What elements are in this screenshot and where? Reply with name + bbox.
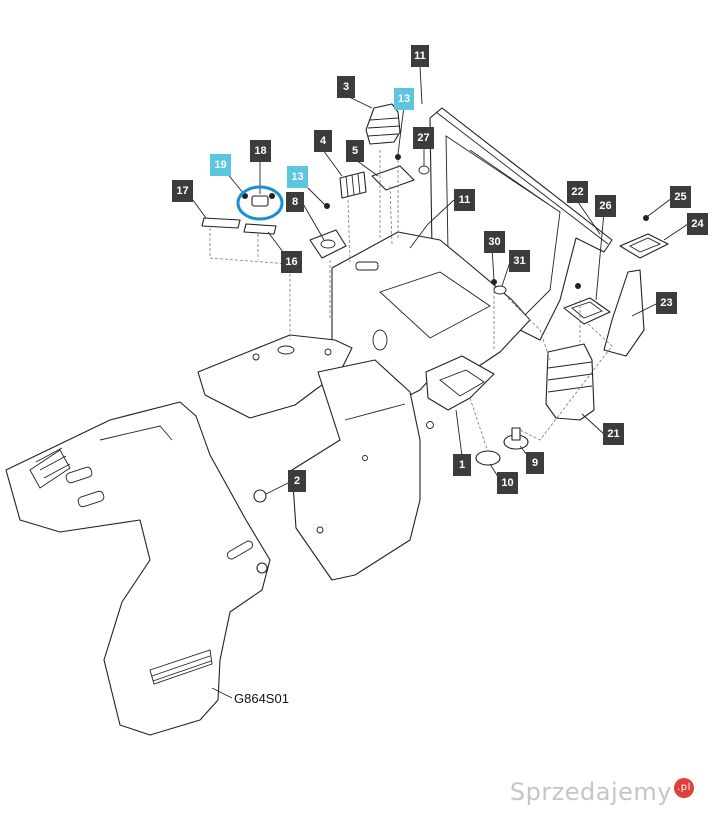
callout-21: 21 <box>603 423 624 445</box>
callout-26: 26 <box>595 195 616 217</box>
callout-25: 25 <box>670 186 691 208</box>
callout-30: 30 <box>484 231 505 253</box>
boot-4 <box>339 171 367 199</box>
callout-label: 9 <box>532 457 538 469</box>
callout-label: 11 <box>414 50 426 62</box>
callout-label: 17 <box>176 185 188 197</box>
watermark: Sprzedajemy.pl <box>510 778 694 806</box>
callout-4: 4 <box>314 130 332 152</box>
callout-16: 16 <box>281 251 302 273</box>
clamp-18 <box>251 195 269 207</box>
callout-label: 11 <box>459 194 471 206</box>
callout-9: 9 <box>526 452 544 474</box>
callout-label: 2 <box>294 475 300 487</box>
leader-lines <box>189 65 689 699</box>
callout-label: 3 <box>343 81 349 93</box>
callout-label: 8 <box>292 196 298 208</box>
callout-label: 4 <box>320 135 327 147</box>
callout-5: 5 <box>346 140 364 162</box>
callout-13-left: 13 <box>287 166 308 188</box>
bracket-17 <box>201 217 241 229</box>
left-floor-plate <box>197 334 353 419</box>
watermark-text: Sprzedajemy <box>509 778 672 806</box>
callout-17: 17 <box>172 180 193 202</box>
callout-label: 18 <box>254 145 266 157</box>
callout-24: 24 <box>687 213 708 235</box>
callout-label: 13 <box>398 93 410 105</box>
tunnel-plate <box>291 359 434 581</box>
callout-23: 23 <box>656 292 677 314</box>
callout-label: 19 <box>214 159 226 171</box>
callout-label: 23 <box>660 297 672 309</box>
callout-1: 1 <box>453 454 471 476</box>
callout-label: 27 <box>417 132 429 144</box>
fasteners <box>242 154 649 295</box>
callout-27: 27 <box>413 127 434 149</box>
callout-label: 16 <box>285 256 297 268</box>
callout-11-mid: 11 <box>454 189 475 211</box>
callout-label: 1 <box>459 459 465 471</box>
watermark-badge: .pl <box>674 778 694 798</box>
callout-label: 10 <box>501 477 513 489</box>
callout-label: 31 <box>513 255 525 267</box>
grommet-2 <box>253 489 268 574</box>
gasket-5 <box>371 165 415 191</box>
callout-10: 10 <box>497 472 518 494</box>
callout-19: 19 <box>210 154 231 176</box>
plate-8 <box>309 229 347 259</box>
floor-mat <box>5 401 271 736</box>
callout-11-top: 11 <box>411 45 429 67</box>
callout-label: 30 <box>488 236 500 248</box>
callout-label: 26 <box>599 200 611 212</box>
cap-10 <box>475 450 501 466</box>
assembly-lines <box>209 150 613 453</box>
boot-3 <box>365 103 401 145</box>
callout-13-top: 13 <box>394 88 414 110</box>
bracket-16 <box>243 223 277 235</box>
callout-31: 31 <box>509 250 530 272</box>
callout-label: 25 <box>674 191 686 203</box>
drawing-code: G864S01 <box>234 691 289 706</box>
callout-22: 22 <box>567 181 588 203</box>
callout-3: 3 <box>337 76 355 98</box>
frame-24 <box>619 233 669 259</box>
callout-label: 21 <box>607 428 619 440</box>
knob-9 <box>503 427 529 450</box>
callout-8: 8 <box>286 192 304 212</box>
highlight-ring <box>236 185 284 221</box>
callout-2: 2 <box>288 470 306 492</box>
shift-boot-21 <box>545 343 595 421</box>
callout-label: 13 <box>291 171 303 183</box>
frame-26 <box>563 297 611 325</box>
callout-label: 5 <box>352 145 358 157</box>
callout-label: 22 <box>571 186 583 198</box>
boot-23 <box>603 269 645 357</box>
callout-18: 18 <box>250 140 271 162</box>
callout-label: 24 <box>691 218 704 230</box>
